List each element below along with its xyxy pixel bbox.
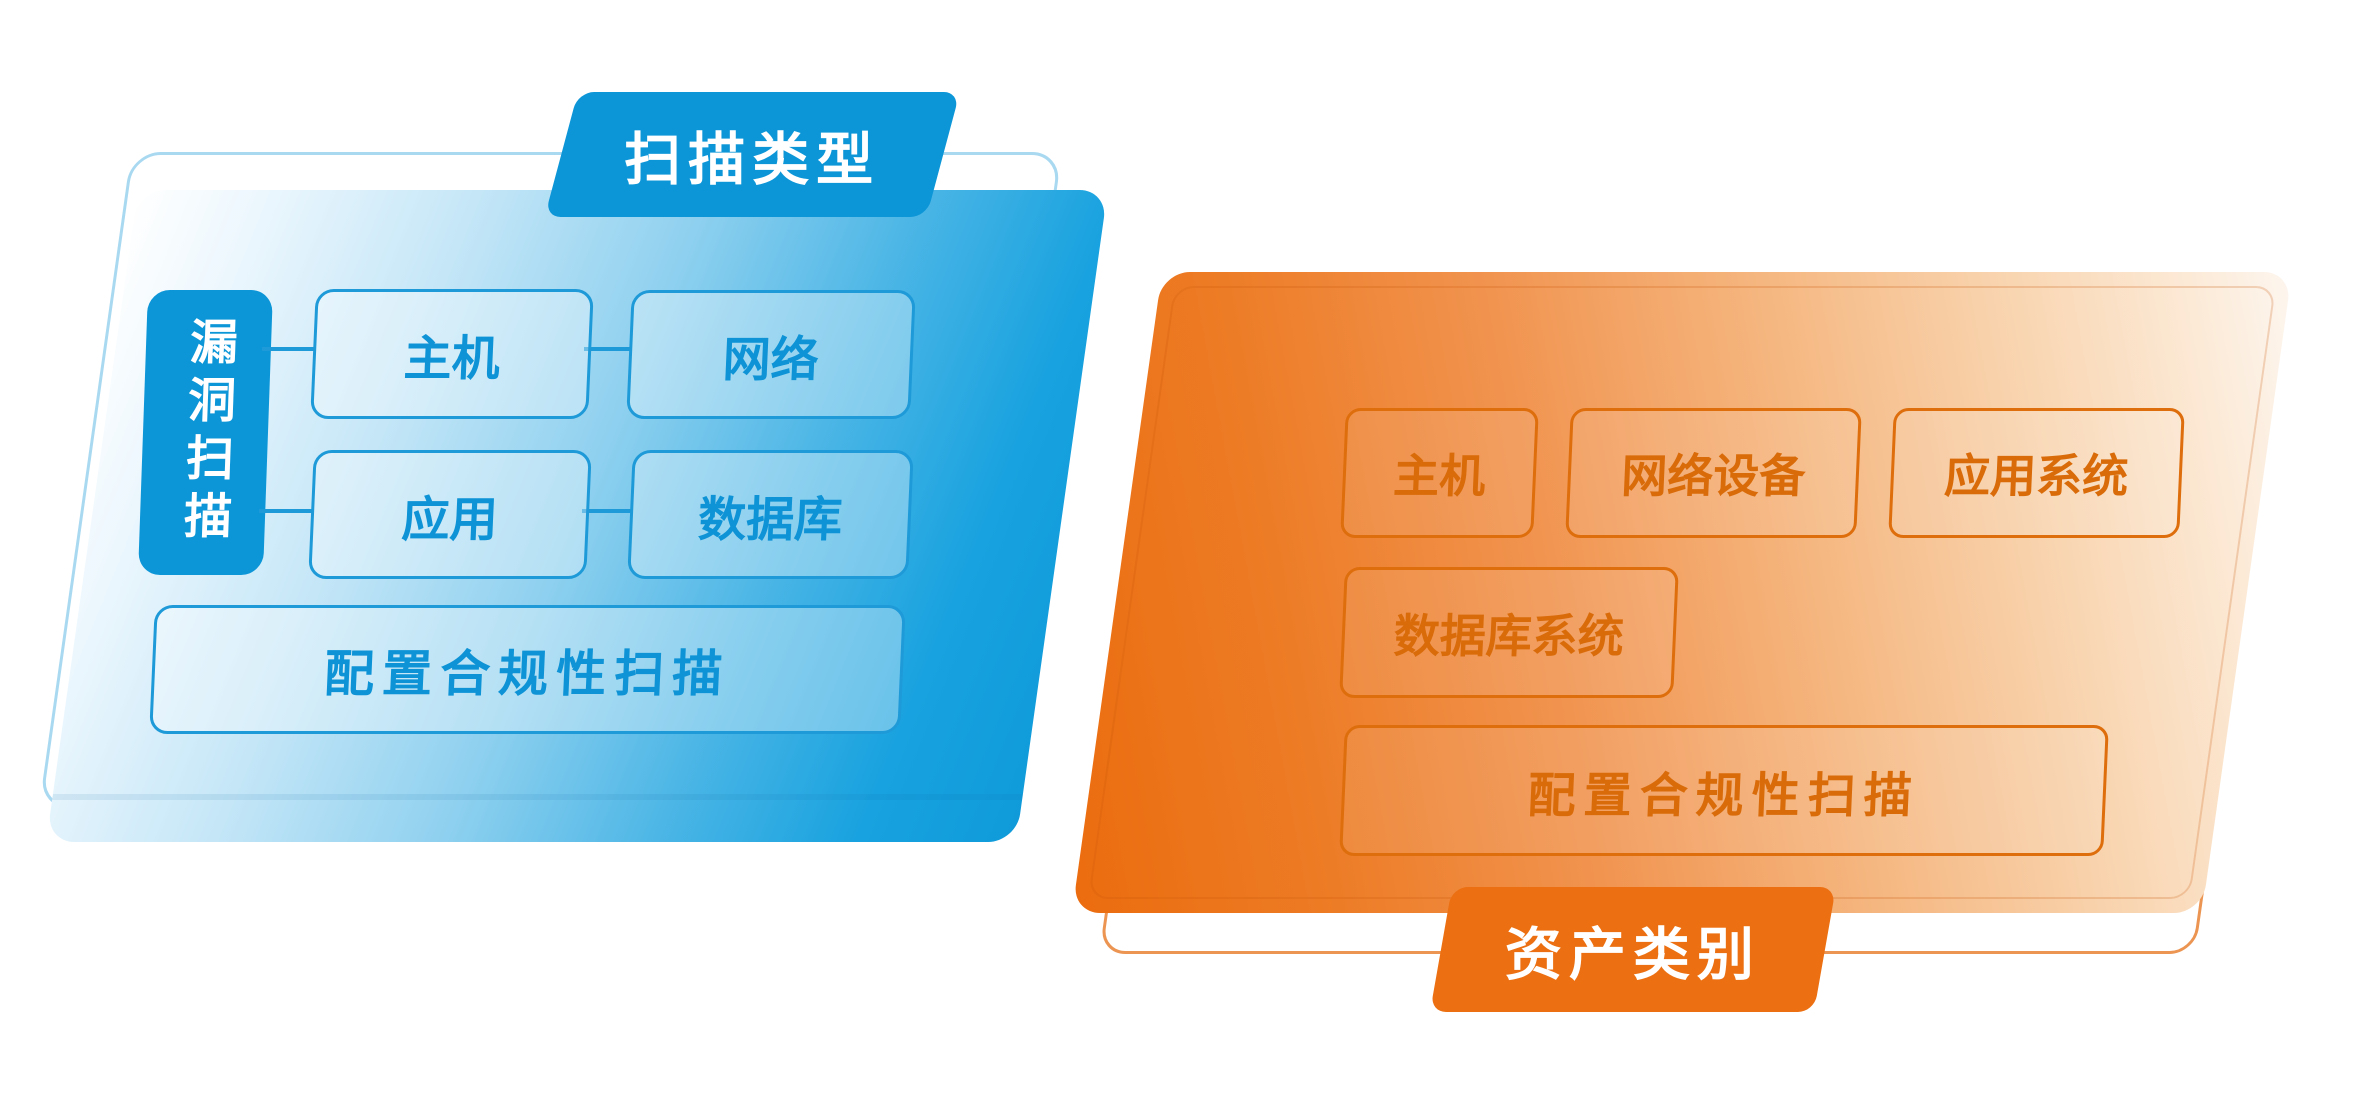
- asset-network-device-box: 网络设备: [1565, 408, 1862, 538]
- scan-application-box: 应用: [308, 450, 592, 579]
- connector-label-host: [262, 347, 314, 351]
- scan-type-tab-label: 扫描类型: [624, 127, 881, 192]
- scan-network-box-label: 网络: [721, 333, 820, 387]
- vulnerability-scan-label-text: 漏洞扫描: [174, 316, 237, 549]
- scan-host-box: 主机: [310, 289, 594, 419]
- asset-category-tab: 资产类别: [1429, 887, 1836, 1012]
- connector-label-application: [259, 509, 312, 513]
- asset-application-system-box: 应用系统: [1888, 408, 2185, 538]
- connector-application-database: [582, 509, 631, 513]
- asset-database-system-box: 数据库系统: [1339, 567, 1679, 698]
- asset-category-tab-label: 资产类别: [1504, 922, 1761, 987]
- scan-type-panel-fold-line: [52, 794, 1023, 800]
- asset-host-box: 主机: [1340, 408, 1539, 538]
- connector-host-network: [584, 347, 630, 351]
- scan-compliance-box: 配置合规性扫描: [149, 605, 906, 734]
- asset-host-box-label: 主机: [1392, 450, 1487, 502]
- scan-application-box-label: 应用: [400, 493, 499, 547]
- asset-application-system-box-label: 应用系统: [1943, 450, 2130, 502]
- vulnerability-scan-label: 漏洞扫描: [138, 290, 273, 575]
- scan-database-box: 数据库: [627, 450, 914, 579]
- scan-type-tab: 扫描类型: [544, 92, 960, 217]
- asset-compliance-box: 配置合规性扫描: [1339, 725, 2109, 856]
- scan-host-box-label: 主机: [402, 333, 501, 386]
- asset-network-device-box-label: 网络设备: [1620, 450, 1807, 502]
- asset-database-system-box-label: 数据库系统: [1392, 609, 1626, 662]
- scan-database-box-label: 数据库: [697, 493, 844, 547]
- asset-compliance-box-label: 配置合规性扫描: [1526, 769, 1921, 823]
- scan-network-box: 网络: [626, 290, 916, 419]
- scan-compliance-box-label: 配置合规性扫描: [323, 645, 732, 702]
